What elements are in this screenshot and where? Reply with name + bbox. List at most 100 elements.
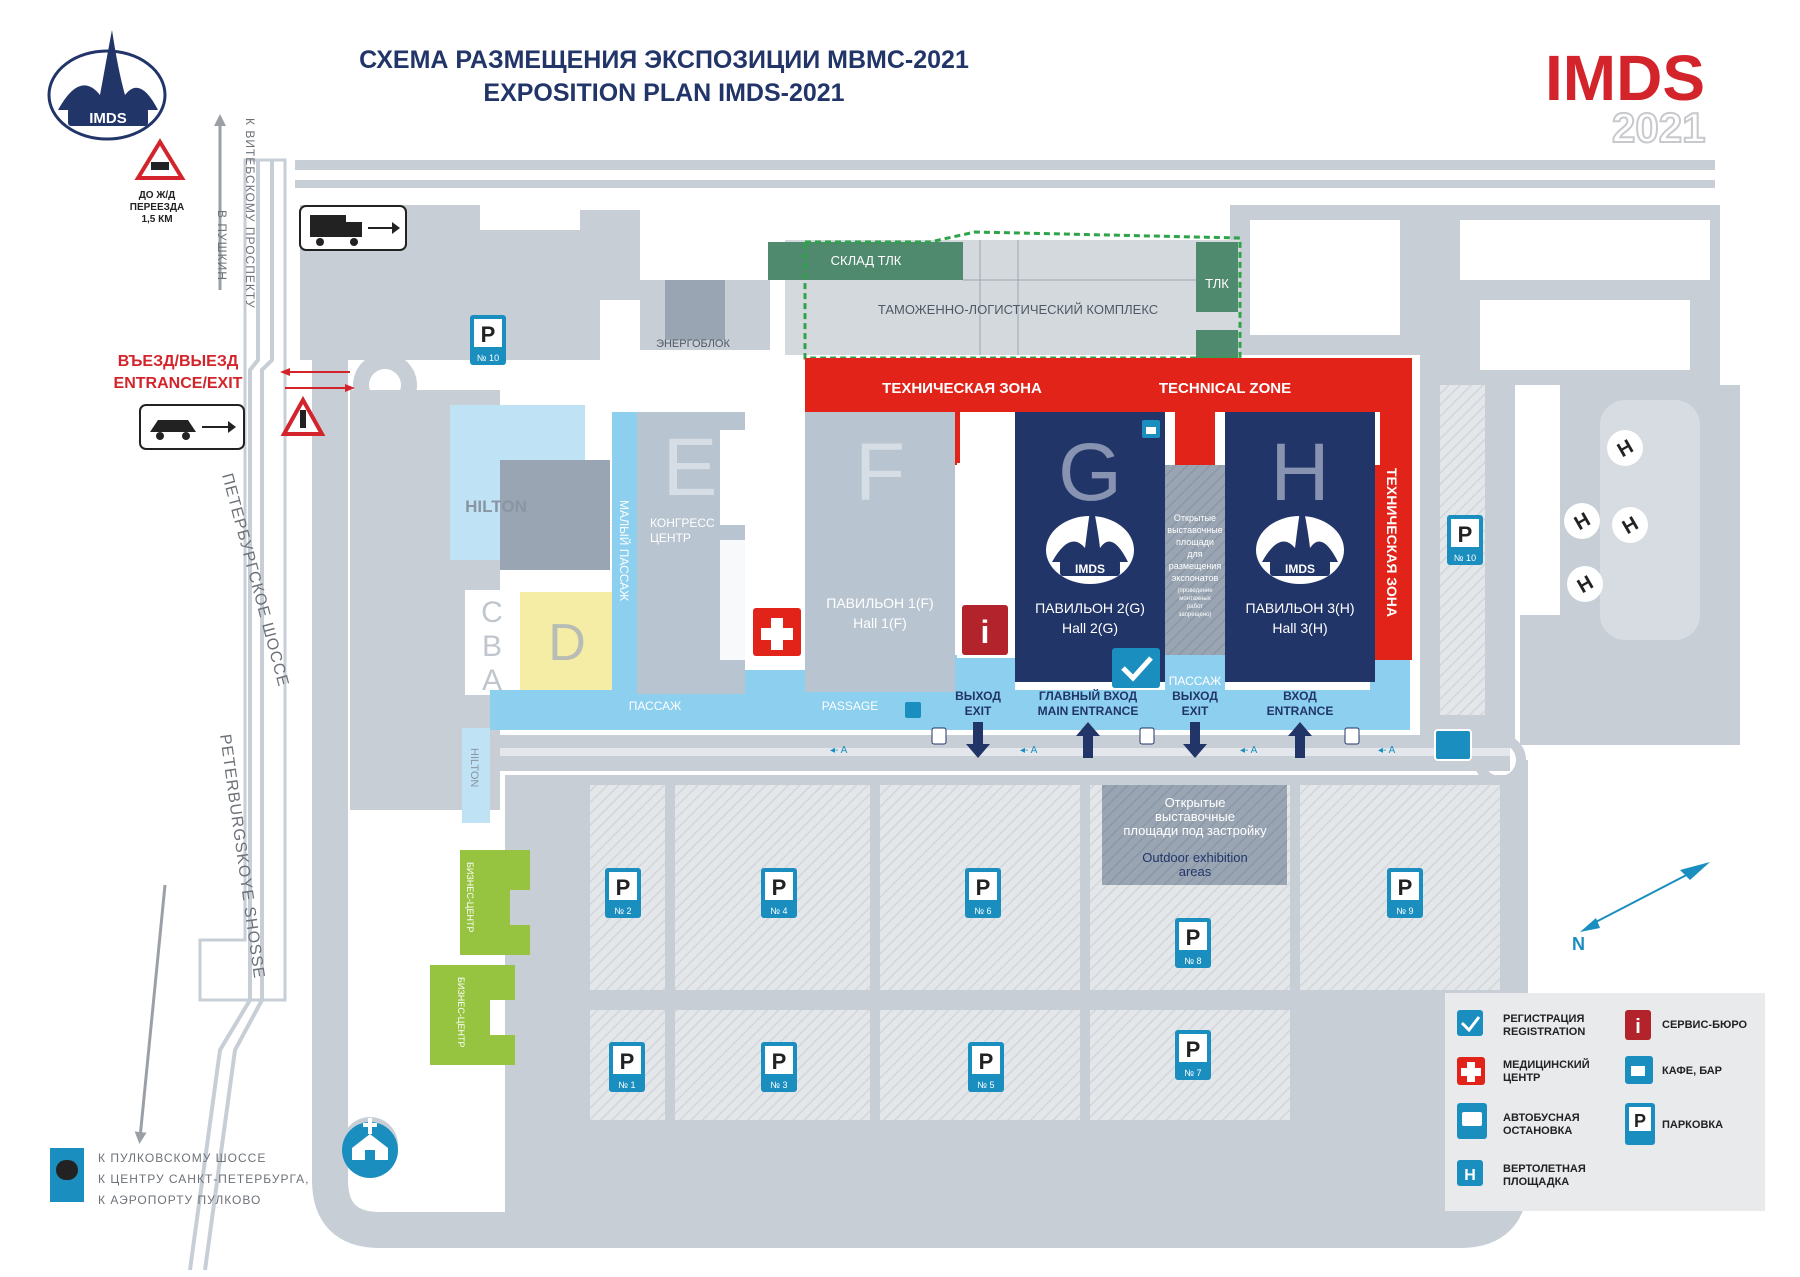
- hall-f-letter: F: [855, 427, 905, 518]
- open-small-3: площади: [1176, 537, 1214, 547]
- hall-h-letter: H: [1270, 427, 1329, 518]
- hall-f-name-ru: ПАВИЛЬОН 1(F): [826, 595, 933, 611]
- open-big-en-1: Outdoor exhibition: [1142, 850, 1248, 865]
- passage-en-label: PASSAGE: [822, 699, 878, 713]
- sklad-label: СКЛАД ТЛК: [831, 253, 902, 268]
- open-note-3: работ: [1187, 604, 1203, 610]
- parking-sign-9: P № 9: [1387, 868, 1423, 918]
- halls-abcd: C B A D: [465, 590, 615, 697]
- bus-stops: [905, 702, 1472, 761]
- svg-text:P: P: [481, 322, 496, 347]
- svg-text:P: P: [772, 1049, 787, 1074]
- svg-text:P: P: [1398, 875, 1413, 900]
- hilton-small-label: HILTON: [468, 748, 480, 787]
- parking-sign-5: P № 5: [968, 1042, 1004, 1092]
- hall-g-name-ru: ПАВИЛЬОН 2(G): [1035, 600, 1145, 616]
- vitebsky-label: К ВИТЕБСКОМУ ПРОСПЕКТУ: [243, 118, 257, 309]
- open-small-6: экспонатов: [1172, 573, 1219, 583]
- passage: МАЛЫЙ ПАССАЖ ПАССАЖ PASSAGE ПАССАЖ: [490, 412, 1410, 730]
- open-note-1: (проведение: [1177, 588, 1213, 594]
- helipad-1: H: [1607, 430, 1643, 466]
- svg-text:P: P: [1186, 1037, 1201, 1062]
- parking-sign-10a: P № 10: [470, 315, 506, 365]
- hall-a-letter: A: [482, 664, 502, 697]
- entrance-exit: ВЪЕЗД/ВЫЕЗД ENTRANCE/EXIT: [114, 353, 355, 450]
- tlk-zone: СКЛАД ТЛК ТЛК ТАМОЖЕННО-ЛОГИСТИЧЕСКИЙ КО…: [768, 230, 1242, 360]
- legend-helipad-icon: [1457, 1160, 1483, 1186]
- parking-sign-3: P № 3: [761, 1042, 797, 1092]
- hall-g-imds-emblem: IMDS: [1046, 500, 1134, 584]
- north-arrow: N: [1572, 862, 1710, 954]
- hall-g-letter: G: [1058, 427, 1122, 518]
- direction-3: К АЭРОПОРТУ ПУЛКОВО: [98, 1193, 261, 1207]
- exit-2-ru: ВЫХОД: [1172, 689, 1218, 703]
- exit-1-ru: ВЫХОД: [955, 689, 1001, 703]
- tlk-complex-label: ТАМОЖЕННО-ЛОГИСТИЧЕСКИЙ КОМПЛЕКС: [878, 302, 1158, 317]
- business-centre-label-1: БИЗНЕС-ЦЕНТР: [465, 862, 475, 932]
- legend-helipad-2: ПЛОЩАДКА: [1503, 1176, 1569, 1188]
- svg-text:P: P: [616, 875, 631, 900]
- parking-sign-10b: P № 10: [1447, 515, 1483, 565]
- route-markers: ◂- A ◂- A ◂- A ◂- A: [830, 745, 1396, 756]
- svg-text:№ 10: № 10: [1454, 553, 1476, 563]
- hilton-area: HILTON HILTON: [450, 405, 610, 823]
- hall-h-name-en: Hall 3(H): [1272, 620, 1327, 636]
- rail-label-1: ДО Ж/Д: [139, 190, 176, 201]
- passage-ru-label: ПАССАЖ: [629, 699, 682, 713]
- parking-signs: P № 10 P № 10 P № 2 P № 4 P № 6: [470, 315, 1483, 1092]
- svg-text:◂- A: ◂- A: [1240, 745, 1258, 756]
- maly-passage-label: МАЛЫЙ ПАССАЖ: [617, 500, 632, 601]
- legend-parking: ПАРКОВКА: [1662, 1119, 1723, 1131]
- legend: РЕГИСТРАЦИЯ REGISTRATION i СЕРВИС-БЮРО М…: [1445, 993, 1765, 1211]
- legend-cafe: КАФЕ, БАР: [1662, 1065, 1722, 1077]
- brand-year: 2021: [1612, 104, 1705, 151]
- tlk-label: ТЛК: [1205, 276, 1229, 291]
- railway-crossing-sign: ДО Ж/Д ПЕРЕЕЗДА 1,5 КМ: [130, 138, 186, 225]
- passage-mid-label: ПАССАЖ: [1169, 674, 1222, 688]
- hall-f: F ПАВИЛЬОН 1(F) Hall 1(F): [805, 412, 955, 692]
- technical-zone: ТЕХНИЧЕСКАЯ ЗОНА TECHNICAL ZONE ТЕХНИЧЕС…: [805, 358, 1412, 660]
- exit-2-en: EXIT: [1182, 704, 1209, 718]
- hall-c-letter: C: [481, 596, 503, 629]
- hall-f-name-en: Hall 1(F): [853, 615, 907, 631]
- parking-sign-1: P № 1: [609, 1042, 645, 1092]
- svg-text:№ 6: № 6: [974, 906, 991, 916]
- open-note-2: монтажных: [1179, 596, 1210, 602]
- helipad-4: H: [1567, 566, 1603, 602]
- entrance-labels: ВЫХОД EXIT ГЛАВНЫЙ ВХОД MAIN ENTRANCE ВЫ…: [955, 688, 1333, 758]
- entrance-ru: ВХОД: [1283, 689, 1317, 703]
- svg-text:H: H: [1464, 1167, 1476, 1184]
- hall-h-emblem-text: IMDS: [1285, 562, 1315, 576]
- svg-text:P: P: [1458, 522, 1473, 547]
- hall-e: E КОНГРЕСС ЦЕНТР: [637, 412, 745, 694]
- svg-text:№ 4: № 4: [770, 906, 787, 916]
- svg-text:P: P: [976, 875, 991, 900]
- parking-sign-7: P № 7: [1175, 1030, 1211, 1080]
- main-entrance-ru: ГЛАВНЫЙ ВХОД: [1039, 688, 1138, 703]
- parking-sign-6: P № 6: [965, 868, 1001, 918]
- direction-2: К ЦЕНТРУ САНКТ-ПЕТЕРБУРГА,: [98, 1172, 310, 1186]
- header: IMDS СХЕМА РАЗМЕЩЕНИЯ ЭКСПОЗИЦИИ МВМС-20…: [47, 30, 1706, 152]
- svg-text:№ 8: № 8: [1184, 956, 1201, 966]
- open-small-4: для: [1187, 549, 1203, 559]
- bottom-directions: К ПУЛКОВСКОМУ ШОССЕ К ЦЕНТРУ САНКТ-ПЕТЕР…: [50, 1148, 310, 1207]
- svg-text:P: P: [979, 1049, 994, 1074]
- entrance-en: ENTRANCE: [1267, 704, 1334, 718]
- tech-zone-ru-label: ТЕХНИЧЕСКАЯ ЗОНА: [882, 380, 1042, 397]
- kongress-label-1: КОНГРЕСС: [650, 516, 715, 530]
- helipads: H H H H: [1564, 430, 1648, 602]
- svg-text:№ 10: № 10: [477, 353, 499, 363]
- legend-service: СЕРВИС-БЮРО: [1662, 1019, 1748, 1031]
- svg-text:P: P: [1186, 925, 1201, 950]
- entrance-ru-label: ВЪЕЗД/ВЫЕЗД: [118, 353, 239, 370]
- svg-text:№ 2: № 2: [614, 906, 631, 916]
- hall-g-name-en: Hall 2(G): [1062, 620, 1118, 636]
- north-label: N: [1572, 934, 1585, 954]
- hall-h: H IMDS ПАВИЛЬОН 3(H) Hall 3(H): [1225, 412, 1375, 682]
- svg-text:№ 7: № 7: [1184, 1068, 1201, 1078]
- hall-e-letter: E: [663, 422, 718, 513]
- helipad-3: H: [1612, 507, 1648, 543]
- checkmark-icon: [1112, 648, 1160, 688]
- legend-registration-2: REGISTRATION: [1503, 1026, 1585, 1038]
- svg-text:№ 5: № 5: [977, 1080, 994, 1090]
